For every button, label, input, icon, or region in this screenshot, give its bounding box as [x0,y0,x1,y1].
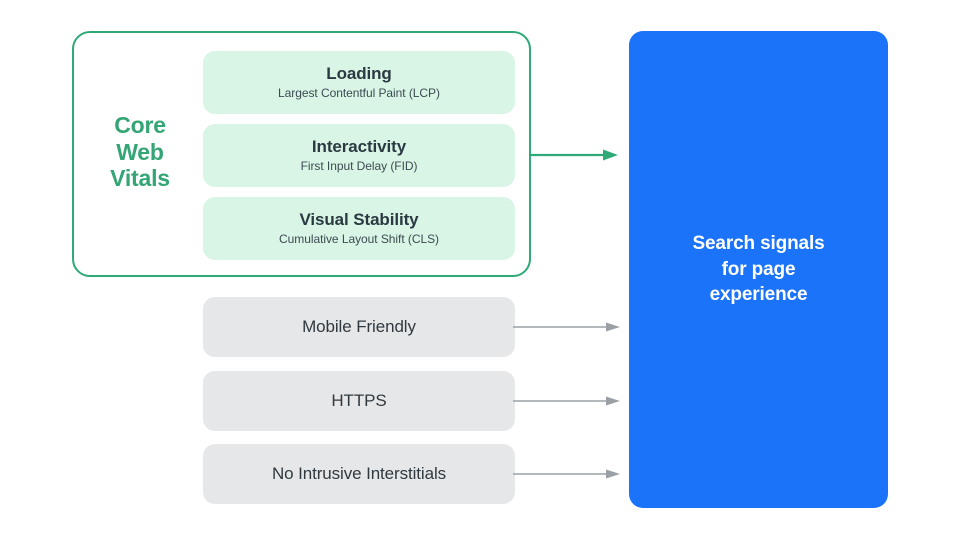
core-web-vitals-label: Core Web Vitals [86,112,194,192]
core-web-vitals-label-line-1: Core [114,112,166,138]
metric-subtitle-loading: Largest Contentful Paint (LCP) [278,85,440,100]
outcome-card-search-signals: Search signals for page experience [629,31,888,508]
core-web-vitals-label-line-2: Web [116,138,164,165]
arrow-right-gray-mobile-icon [513,320,621,334]
arrow-right-green-icon [529,148,619,162]
signal-title-https: HTTPS [331,391,387,410]
core-web-vitals-label-line-3: Vitals [110,165,170,192]
metric-title-interactivity: Interactivity [311,136,407,156]
metric-subtitle-interactivity: First Input Delay (FID) [300,158,418,173]
signal-card-mobile-friendly: Mobile Friendly [203,297,515,357]
outcome-card-title: Search signals for page experience [692,233,825,306]
signal-title-mobile-friendly: Mobile Friendly [302,317,416,336]
signal-title-no-intrusive-interstitials: No Intrusive Interstitials [271,464,447,483]
arrow-right-gray-interstitials-icon [513,467,621,481]
signal-card-https: HTTPS [203,371,515,431]
metric-title-visual-stability: Visual Stability [299,209,419,229]
arrow-right-gray-https-icon [513,394,621,408]
metric-card-visual-stability: Visual Stability Cumulative Layout Shift… [203,197,515,260]
metric-card-interactivity: Interactivity First Input Delay (FID) [203,124,515,187]
metric-card-loading: Loading Largest Contentful Paint (LCP) [203,51,515,114]
metric-subtitle-visual-stability: Cumulative Layout Shift (CLS) [279,231,439,246]
signal-card-no-intrusive-interstitials: No Intrusive Interstitials [203,444,515,504]
metric-title-loading: Loading [326,63,392,83]
